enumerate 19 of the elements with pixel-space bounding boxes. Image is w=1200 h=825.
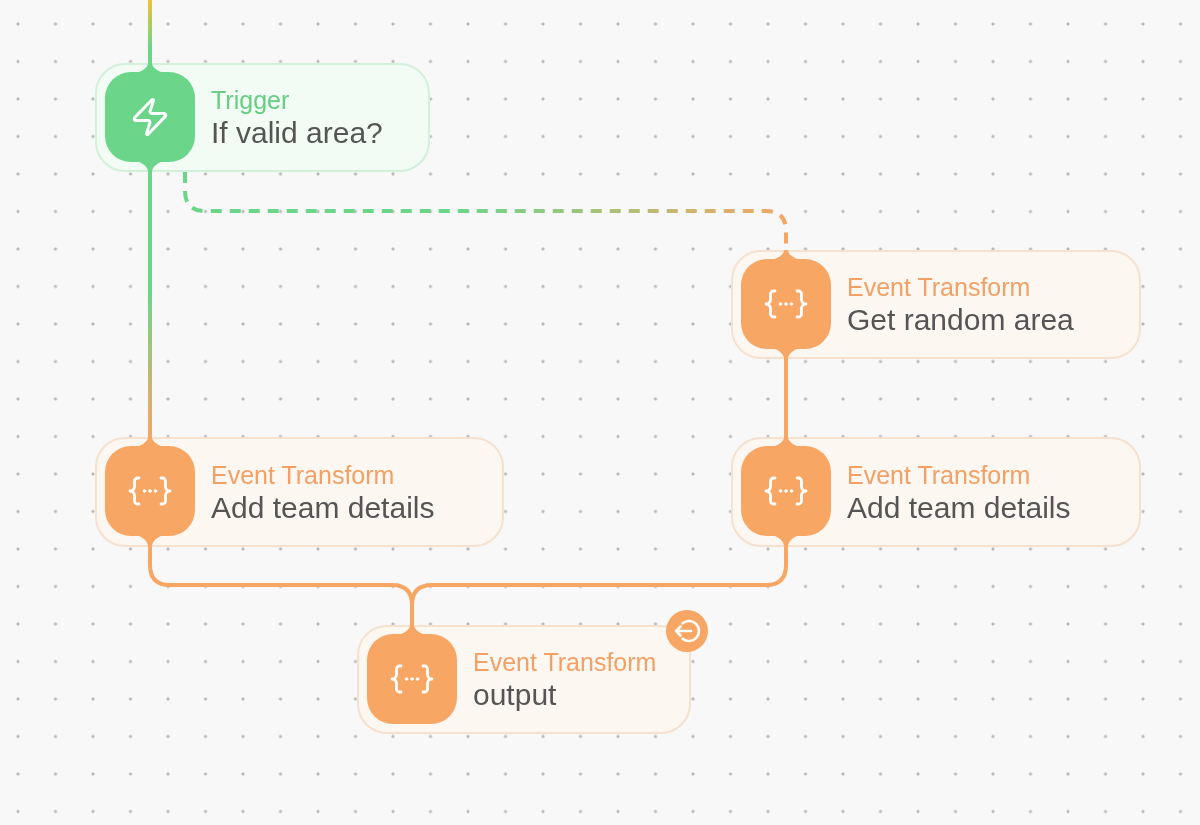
step-type-label: Trigger	[211, 85, 290, 115]
connector-line	[784, 359, 788, 437]
step-title: Add team details	[211, 489, 435, 525]
connector-line	[410, 547, 788, 606]
step-card	[731, 437, 1141, 547]
step-type-label: Event Transform	[473, 647, 657, 677]
step-card	[95, 437, 504, 547]
step-card	[95, 63, 430, 172]
connector-line	[410, 605, 414, 625]
step-type-label: Event Transform	[211, 459, 395, 490]
step-card	[731, 250, 1141, 359]
step-title: output	[473, 677, 557, 712]
step-type-label: Event Transform	[847, 459, 1031, 490]
step-title: If valid area?	[211, 115, 383, 150]
step-title: Get random area	[847, 302, 1074, 337]
connector-line	[148, 172, 152, 437]
step-type-label: Event Transform	[847, 272, 1031, 302]
step-title: Add team details	[847, 489, 1071, 525]
connector-line	[148, 0, 152, 63]
